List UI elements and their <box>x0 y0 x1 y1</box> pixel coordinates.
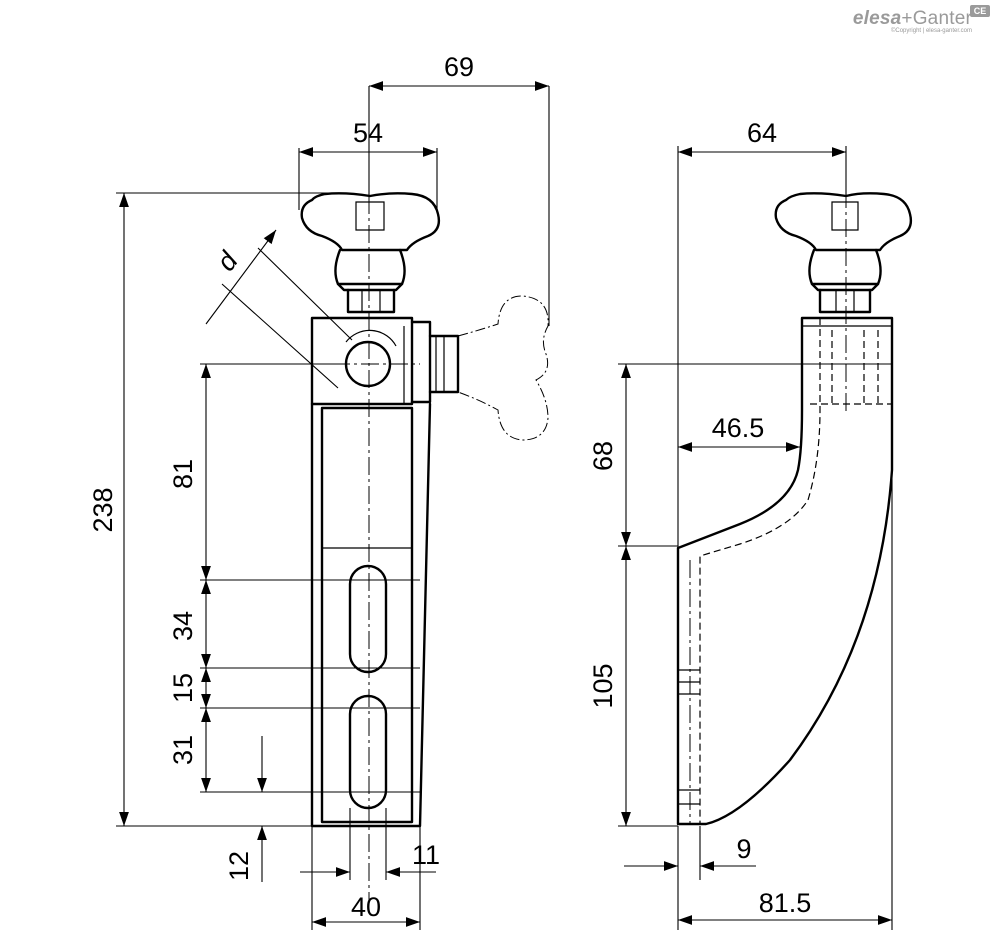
front-lower-slot <box>348 694 388 810</box>
dim-40-extension <box>311 826 421 930</box>
front-dimensions: 69 54 d 238 81 34 15 31 12 <box>88 52 550 930</box>
side-hex-nut <box>818 288 872 314</box>
dim-9-extension <box>677 826 701 930</box>
front-hex-nut-flats <box>361 290 381 312</box>
dim-81-extension <box>200 363 420 581</box>
front-body <box>310 402 432 828</box>
dim-12-label: 12 <box>224 851 254 881</box>
dim-15-label: 15 <box>168 673 198 703</box>
front-knob-collar <box>336 282 404 292</box>
dim-d-extension <box>221 247 353 389</box>
front-upper-slot <box>348 564 388 674</box>
brand-name-elesa: elesa <box>852 8 902 29</box>
ce-mark-icon: CE <box>970 5 990 17</box>
front-phantom-knob <box>457 295 549 441</box>
dim-238-label: 238 <box>88 487 118 532</box>
side-knob-top-icon <box>774 192 913 252</box>
dim-105-label: 105 <box>588 663 618 708</box>
front-knob-neck <box>334 248 406 286</box>
front-clamp-side <box>410 320 432 404</box>
side-knob-collar <box>810 282 880 292</box>
dim-238-extension <box>116 192 330 827</box>
brand-logo: elesa+Ganter ©Copyright | elesa-ganter.c… <box>853 8 972 34</box>
front-knob-top-icon <box>300 192 441 252</box>
brand-copyright: ©Copyright | elesa-ganter.com <box>890 28 972 34</box>
dim-d-line <box>205 229 277 325</box>
dim-31-label: 31 <box>168 735 198 765</box>
side-hidden-bore <box>831 330 879 404</box>
side-inner-contour <box>699 318 821 824</box>
side-knob-insert <box>831 201 859 231</box>
dim-34-label: 34 <box>168 611 198 641</box>
dim-81-label: 81 <box>168 459 198 489</box>
dim-46-5-label: 46.5 <box>712 413 765 443</box>
dim-40-label: 40 <box>351 892 381 922</box>
dim-9-label: 9 <box>736 834 751 864</box>
front-knob-insert <box>355 201 385 231</box>
side-hex-nut-flats <box>835 290 855 312</box>
dim-11-extension <box>349 808 387 880</box>
dim-68-extension <box>618 363 892 547</box>
dim-d-label: d <box>211 246 245 277</box>
front-clamp-head <box>310 316 414 406</box>
side-view <box>676 190 913 826</box>
dim-64-label: 64 <box>747 118 777 148</box>
brand-name-ganter: +Ganter <box>901 8 972 29</box>
dim-69-extension <box>368 86 550 326</box>
front-body-inner <box>320 406 414 824</box>
brand-name: elesa+Ganter <box>853 8 972 30</box>
front-side-screw-threads <box>435 336 445 392</box>
side-foot-marks <box>678 669 700 805</box>
front-hex-nut <box>346 288 396 314</box>
dim-81-5-label: 81.5 <box>759 888 812 918</box>
dim-64-extension <box>677 146 847 550</box>
side-knob-neck <box>808 248 882 286</box>
dim-54-label: 54 <box>353 118 383 148</box>
dim-68-label: 68 <box>588 441 618 471</box>
front-view <box>300 192 549 900</box>
front-bore-arc <box>345 329 397 347</box>
dim-69-label: 69 <box>444 52 474 82</box>
dim-11-label: 11 <box>412 840 440 870</box>
side-dimensions: 64 46.5 68 105 9 81.5 <box>588 118 893 930</box>
side-body <box>676 316 894 826</box>
dim-54-extension <box>298 148 438 210</box>
